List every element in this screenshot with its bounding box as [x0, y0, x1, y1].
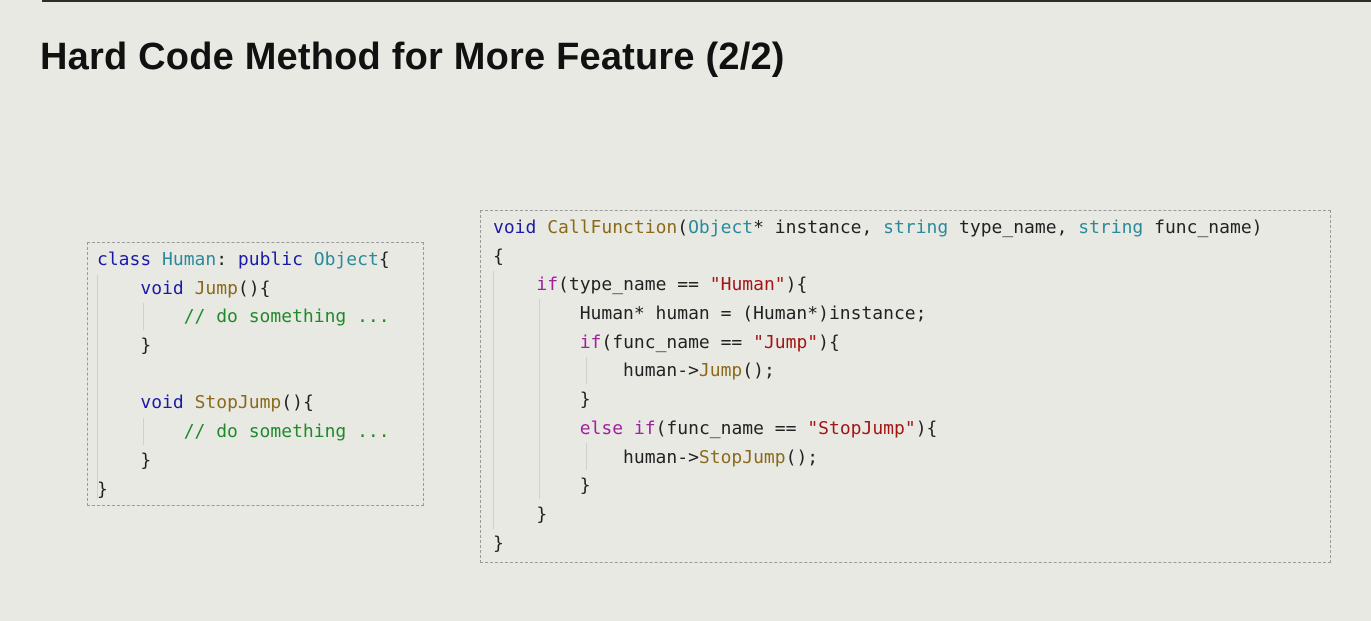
code-token: [97, 421, 184, 442]
code-token: Object: [313, 249, 379, 270]
code-token: class: [97, 249, 152, 270]
code-token: }: [493, 503, 548, 525]
code-line: {: [493, 243, 1263, 272]
code-line: human->StopJump();: [493, 444, 1263, 473]
code-line: human->Jump();: [493, 357, 1263, 386]
code-token: [97, 306, 184, 327]
code-token: CallFunction: [547, 217, 678, 238]
indent-guide: [586, 357, 587, 384]
code-token: string: [883, 217, 949, 238]
code-token: [303, 249, 314, 270]
code-token: }: [493, 389, 591, 411]
code-line: void Jump(){: [97, 275, 390, 304]
code-token: [184, 278, 195, 299]
code-token: Jump: [194, 277, 238, 299]
code-line: }: [97, 447, 390, 476]
code-token: Human: [162, 249, 217, 270]
code-line: }: [493, 501, 1263, 530]
code-token: [493, 274, 536, 295]
indent-guide: [97, 275, 98, 499]
code-token: void: [493, 217, 537, 238]
code-line: // do something ...: [97, 303, 390, 332]
indent-guide: [493, 271, 494, 529]
code-line: else if(func_name == "StopJump"){: [493, 415, 1263, 444]
code-token: func_name): [1143, 217, 1263, 238]
code-line: if(func_name == "Jump"){: [493, 329, 1263, 358]
code-token: "Jump": [753, 331, 819, 353]
code-line: [97, 361, 390, 390]
code-token: (func_name ==: [655, 417, 808, 439]
code-token: void: [140, 392, 184, 414]
code-token: [536, 217, 547, 238]
code-token: }: [97, 449, 152, 471]
code-line: }: [493, 386, 1263, 415]
code-token: (){: [281, 392, 314, 414]
code-token: [151, 249, 162, 270]
code-token: :: [216, 249, 238, 270]
code-token: ){: [785, 274, 808, 296]
code-token: Jump: [698, 360, 743, 382]
code-token: else: [579, 417, 624, 439]
code-token: type_name,: [948, 217, 1079, 238]
code-token: if: [536, 274, 559, 296]
code-token: // do something ...: [183, 421, 390, 443]
code-token: }: [97, 478, 108, 500]
indent-guide: [143, 303, 144, 330]
code-token: [184, 392, 195, 413]
code-block-call-function: void CallFunction(Object* instance, stri…: [480, 210, 1331, 563]
code-token: ){: [818, 331, 840, 353]
code-token: human->: [493, 446, 699, 468]
code-listing: class Human: public Object{ void Jump(){…: [97, 246, 390, 504]
code-token: }: [97, 335, 152, 357]
code-token: ){: [915, 417, 938, 439]
code-listing: void CallFunction(Object* instance, stri…: [493, 214, 1263, 558]
code-token: string: [1078, 217, 1144, 238]
code-token: StopJump: [194, 392, 282, 414]
code-token: [493, 418, 580, 439]
code-token: ();: [742, 360, 775, 382]
code-line: void StopJump(){: [97, 389, 390, 418]
code-token: ();: [785, 446, 819, 468]
code-token: (: [677, 217, 689, 238]
code-token: [623, 418, 634, 439]
code-token: * instance,: [753, 217, 884, 238]
code-token: [97, 278, 140, 299]
code-token: Object: [688, 217, 754, 238]
indent-guide: [143, 418, 144, 445]
code-token: [493, 332, 580, 353]
code-token: }: [493, 532, 504, 554]
code-token: Human* human = (Human*)instance;: [493, 303, 927, 325]
indent-guide: [586, 443, 587, 470]
slide-top-rule: [42, 0, 1371, 2]
code-token: StopJump: [698, 446, 786, 468]
code-token: (){: [237, 277, 271, 299]
code-token: "StopJump": [807, 417, 916, 439]
slide-title: Hard Code Method for More Feature (2/2): [40, 36, 785, 78]
code-token: if: [633, 417, 656, 439]
indent-guide: [539, 299, 540, 499]
code-token: (func_name ==: [601, 331, 754, 353]
code-token: human->: [493, 360, 699, 382]
code-line: }: [493, 530, 1263, 559]
code-token: (type_name ==: [558, 274, 710, 296]
code-line: class Human: public Object{: [97, 246, 390, 275]
code-block-human-class: class Human: public Object{ void Jump(){…: [87, 242, 424, 506]
code-token: [97, 392, 140, 413]
code-token: {: [493, 245, 504, 267]
code-token: void: [140, 277, 184, 299]
code-token: {: [378, 249, 390, 270]
code-line: Human* human = (Human*)instance;: [493, 300, 1263, 329]
code-token: }: [493, 475, 591, 497]
code-line: // do something ...: [97, 418, 390, 447]
code-line: }: [97, 476, 390, 505]
code-token: if: [579, 331, 602, 353]
code-line: }: [493, 472, 1263, 501]
code-line: if(type_name == "Human"){: [493, 271, 1263, 300]
code-token: // do something ...: [183, 306, 390, 328]
code-line: void CallFunction(Object* instance, stri…: [493, 214, 1263, 243]
code-token: "Human": [709, 274, 786, 296]
code-line: }: [97, 332, 390, 361]
code-token: public: [237, 249, 303, 270]
